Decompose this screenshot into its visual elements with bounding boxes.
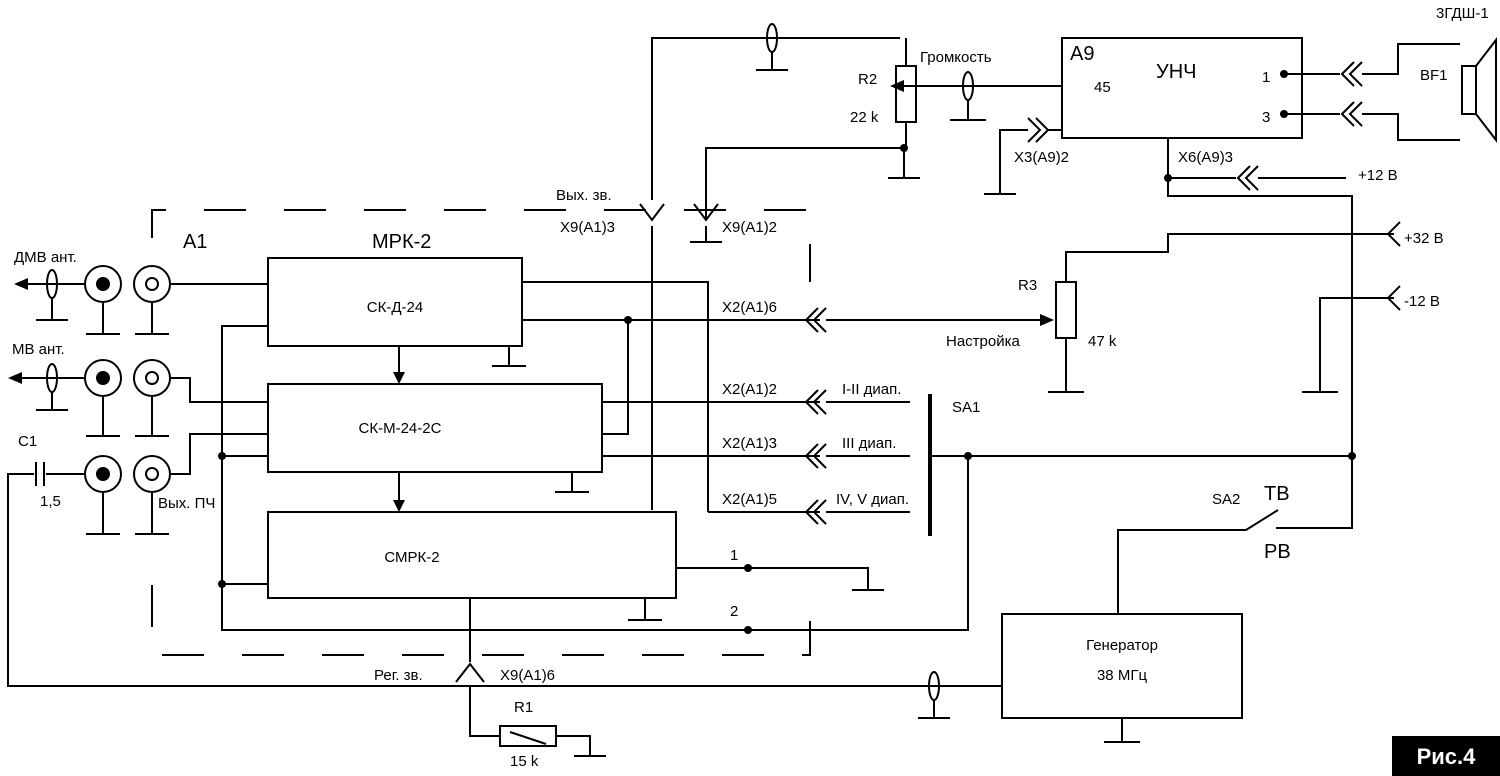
figure-tag-box [1392, 736, 1500, 776]
c1-value-label: 1,5 [40, 493, 61, 510]
plus-32v-label: +32 В [1404, 230, 1444, 247]
block-flow-arrows [393, 346, 405, 512]
sa2-rv-label: РВ [1264, 541, 1291, 563]
sa1-switch [928, 394, 1356, 536]
block-sk-m-label: СК-М-24-2С [359, 420, 442, 437]
x3-connector [984, 117, 1062, 195]
antenna-connectors [7, 265, 1002, 687]
x9-2-label: X9(A1)2 [722, 219, 777, 236]
r3-name-label: Настройка [946, 333, 1021, 350]
generator-ground [918, 671, 1140, 743]
module-ref-label: A1 [183, 231, 207, 253]
block-generator [1001, 613, 1243, 719]
block-smrk-2 [267, 511, 677, 599]
speaker-bf1 [1461, 37, 1497, 143]
smrk-pin-2: 2 [730, 603, 738, 620]
amp-terminals [1280, 43, 1460, 141]
amp-ref-label: A9 [1070, 43, 1094, 65]
block-sk-m-24-2c [267, 383, 603, 473]
amp-pin-45: 45 [1094, 79, 1111, 96]
r3-potentiometer [1048, 221, 1401, 393]
speaker-type-label: 3ГДШ-1 [1436, 5, 1489, 22]
audio-out-label: Вых. зв. [556, 187, 612, 204]
plus-12v-label: +12 В [1358, 167, 1398, 184]
x2-3-label: X2(A1)3 [722, 435, 777, 452]
generator-label-1: Генератор [1086, 637, 1158, 654]
smrk-pin-1: 1 [730, 547, 738, 564]
band-1-2-label: I-II диап. [842, 381, 901, 398]
module-a1-outline [151, 209, 811, 656]
if-output-label: Вых. ПЧ [158, 495, 215, 512]
speaker-ref-label: BF1 [1420, 67, 1448, 84]
r2-value-label: 22 k [850, 109, 879, 126]
minus-12v-feed [1302, 285, 1401, 393]
block-a9-amplifier [1061, 37, 1303, 139]
block-smrk-label: СМРК-2 [384, 549, 439, 566]
amp-pin-1: 1 [1262, 69, 1270, 86]
minus-12v-label: -12 В [1404, 293, 1440, 310]
x3-label: X3(A9)2 [1014, 149, 1069, 166]
sa2-switch [1117, 509, 1279, 614]
r2-volume [890, 38, 1080, 148]
r1-value-label: 15 k [510, 753, 539, 770]
audio-reg-label: Рег. зв. [374, 667, 423, 684]
r3-ref-label: R3 [1018, 277, 1037, 294]
sa2-tv-label: ТВ [1264, 483, 1290, 505]
mv-antenna-label: МВ ант. [12, 341, 65, 358]
block-sk-d-24-label: СК-Д-24 [367, 299, 423, 316]
amp-name-label: УНЧ [1156, 61, 1196, 83]
block-grounds [492, 346, 662, 621]
band-3-label: III диап. [842, 435, 896, 452]
r1-ref-label: R1 [514, 699, 533, 716]
left-bus [218, 325, 969, 634]
generator-label-2: 38 МГц [1097, 667, 1147, 684]
x9-3-label: X9(A1)3 [560, 219, 615, 236]
sa2-label: SA2 [1212, 491, 1240, 508]
x9-6-label: X9(A1)6 [500, 667, 555, 684]
audio-connectors [639, 23, 920, 510]
figure-tag-label: Рис.4 [1417, 744, 1477, 769]
x2-2-label: X2(A1)2 [722, 381, 777, 398]
x6-label: X6(A9)3 [1178, 149, 1233, 166]
sa1-label: SA1 [952, 399, 980, 416]
x9-6-and-r1 [455, 598, 606, 757]
r2-ref-label: R2 [858, 71, 877, 88]
block-sk-d-24 [267, 257, 523, 347]
r2-name-label: Громкость [920, 49, 992, 66]
band-4-5-label: IV, V диап. [836, 491, 909, 508]
x2-6-label: X2(A1)6 [722, 299, 777, 316]
dmv-antenna-label: ДМВ ант. [14, 249, 77, 266]
smrk-outputs [676, 564, 884, 591]
amp-pin-3: 3 [1262, 109, 1270, 126]
x6-power-connector [1164, 138, 1353, 529]
x2-connectors [804, 307, 1054, 525]
module-name-label: МРК-2 [372, 231, 431, 253]
x2-5-label: X2(A1)5 [722, 491, 777, 508]
r3-value-label: 47 k [1088, 333, 1117, 350]
c1-ref-label: C1 [18, 433, 37, 450]
tuning-wires [522, 281, 820, 513]
